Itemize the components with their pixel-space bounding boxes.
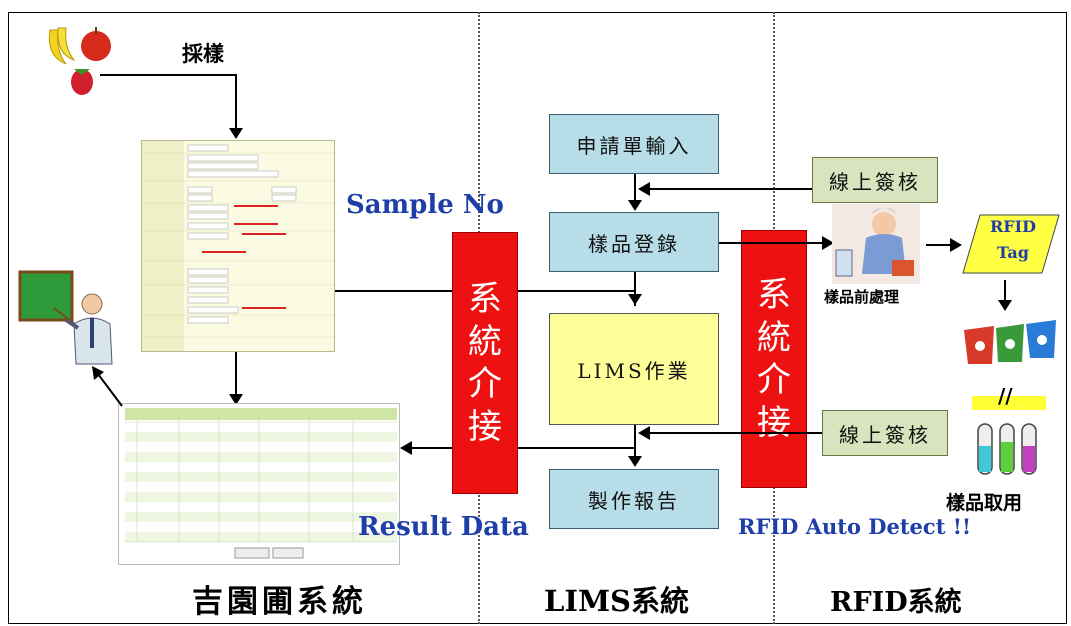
register-to-pretreat-line	[719, 242, 825, 244]
interface-right-char-3: 介	[757, 360, 791, 400]
form-table-arrow-head	[229, 394, 243, 405]
sampling-arrow-h	[100, 74, 236, 76]
system-interface-left: 系 統 介 接	[452, 232, 518, 494]
form-table-arrow-v	[235, 352, 237, 398]
tag-to-bins-line	[1004, 280, 1006, 302]
interface-left-char-1: 系	[468, 279, 502, 319]
sampling-label: 採樣	[182, 41, 224, 66]
result-arrow-head	[400, 441, 412, 455]
system-interface-right: 系 統 介 接	[741, 230, 807, 488]
signoff-bottom-line	[648, 432, 822, 434]
signoff-top-head	[638, 182, 650, 196]
interface-right-char-2: 統	[757, 317, 791, 358]
lims-to-report-head	[628, 456, 642, 467]
pretreat-to-tag-head	[950, 238, 962, 252]
rfid-tag-shape	[962, 214, 1060, 274]
interface-left-char-4: 接	[468, 406, 502, 447]
interface-left-char-3: 介	[468, 364, 502, 404]
interface-left-char-2: 統	[468, 321, 502, 362]
sample-no-label: Sample No	[346, 190, 504, 220]
recycle-bins-icon	[962, 318, 1058, 366]
sampling-arrow-v	[235, 74, 237, 132]
online-signoff-bottom-box: 線上簽核	[822, 410, 948, 456]
fruit-icon	[44, 22, 120, 100]
sample-form-screenshot	[141, 140, 335, 352]
presenter-icon	[14, 268, 126, 376]
sampling-arrow-head	[229, 128, 243, 139]
tag-to-bins-head	[998, 300, 1012, 311]
table-presenter-arrow	[92, 366, 123, 407]
section-middle-label: LIMS系統	[544, 584, 690, 618]
sample-pretreat-icon	[832, 204, 920, 284]
result-line	[410, 447, 635, 449]
slash-mark: //	[998, 384, 1013, 408]
lims-to-report-line	[634, 425, 636, 465]
sample-take-label: 樣品取用	[946, 492, 1023, 514]
signoff-top-line	[648, 188, 812, 190]
sample-register-box: 樣品登錄	[549, 212, 719, 272]
interface-right-char-4: 接	[757, 402, 791, 443]
make-report-box: 製作報告	[549, 469, 719, 529]
online-signoff-top-box: 線上簽核	[812, 157, 938, 203]
lims-operation-box: LIMS作業	[549, 313, 719, 425]
signoff-bottom-head	[638, 426, 650, 440]
result-table-screenshot	[118, 403, 400, 565]
rfid-tag-label-2: Tag	[997, 243, 1029, 262]
register-to-lims-line	[634, 272, 636, 306]
pretreat-to-tag-line	[926, 244, 954, 246]
yellow-strip	[972, 396, 1046, 410]
app-to-register-line	[634, 174, 636, 208]
register-to-pretreat-head	[822, 236, 834, 250]
application-input-box: 申請單輸入	[549, 114, 719, 174]
app-to-register-head	[628, 200, 642, 211]
rfid-tag-label-1: RFID	[989, 217, 1036, 236]
result-data-label: Result Data	[358, 512, 529, 542]
section-right-label: RFID系統	[830, 587, 962, 618]
section-left-label: 吉園圃系統	[192, 584, 367, 620]
test-tubes-icon	[976, 420, 1042, 478]
interface-right-char-1: 系	[757, 275, 791, 315]
diagram-frame	[8, 12, 1067, 624]
rfid-auto-detect-label: RFID Auto Detect !!	[738, 514, 972, 539]
sample-pretreat-label: 樣品前處理	[824, 288, 900, 306]
